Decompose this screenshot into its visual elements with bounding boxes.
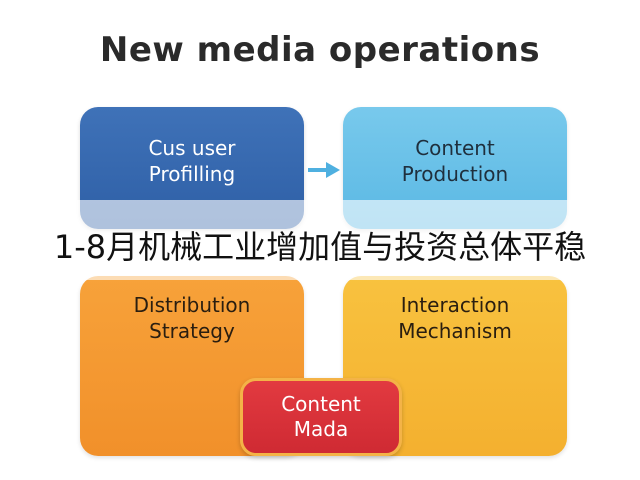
- box-user-profiling-label: Cus user Profilling: [148, 136, 236, 186]
- caption-band: [0, 200, 640, 280]
- diagram-title: New media operations: [99, 30, 541, 70]
- box-content-mada-label: Content Mada: [281, 392, 361, 441]
- arrow-right-icon: [308, 162, 340, 178]
- caption-text: 1-8月机械工业增加值与投资总体平稳: [53, 228, 587, 266]
- box-content-production-label: Content Production: [401, 136, 509, 186]
- box-distribution-strategy-label: Distribution Strategy: [133, 293, 251, 343]
- box-content-mada: Content Mada: [240, 378, 402, 456]
- box-interaction-mechanism-label: Interaction Mechanism: [398, 293, 512, 343]
